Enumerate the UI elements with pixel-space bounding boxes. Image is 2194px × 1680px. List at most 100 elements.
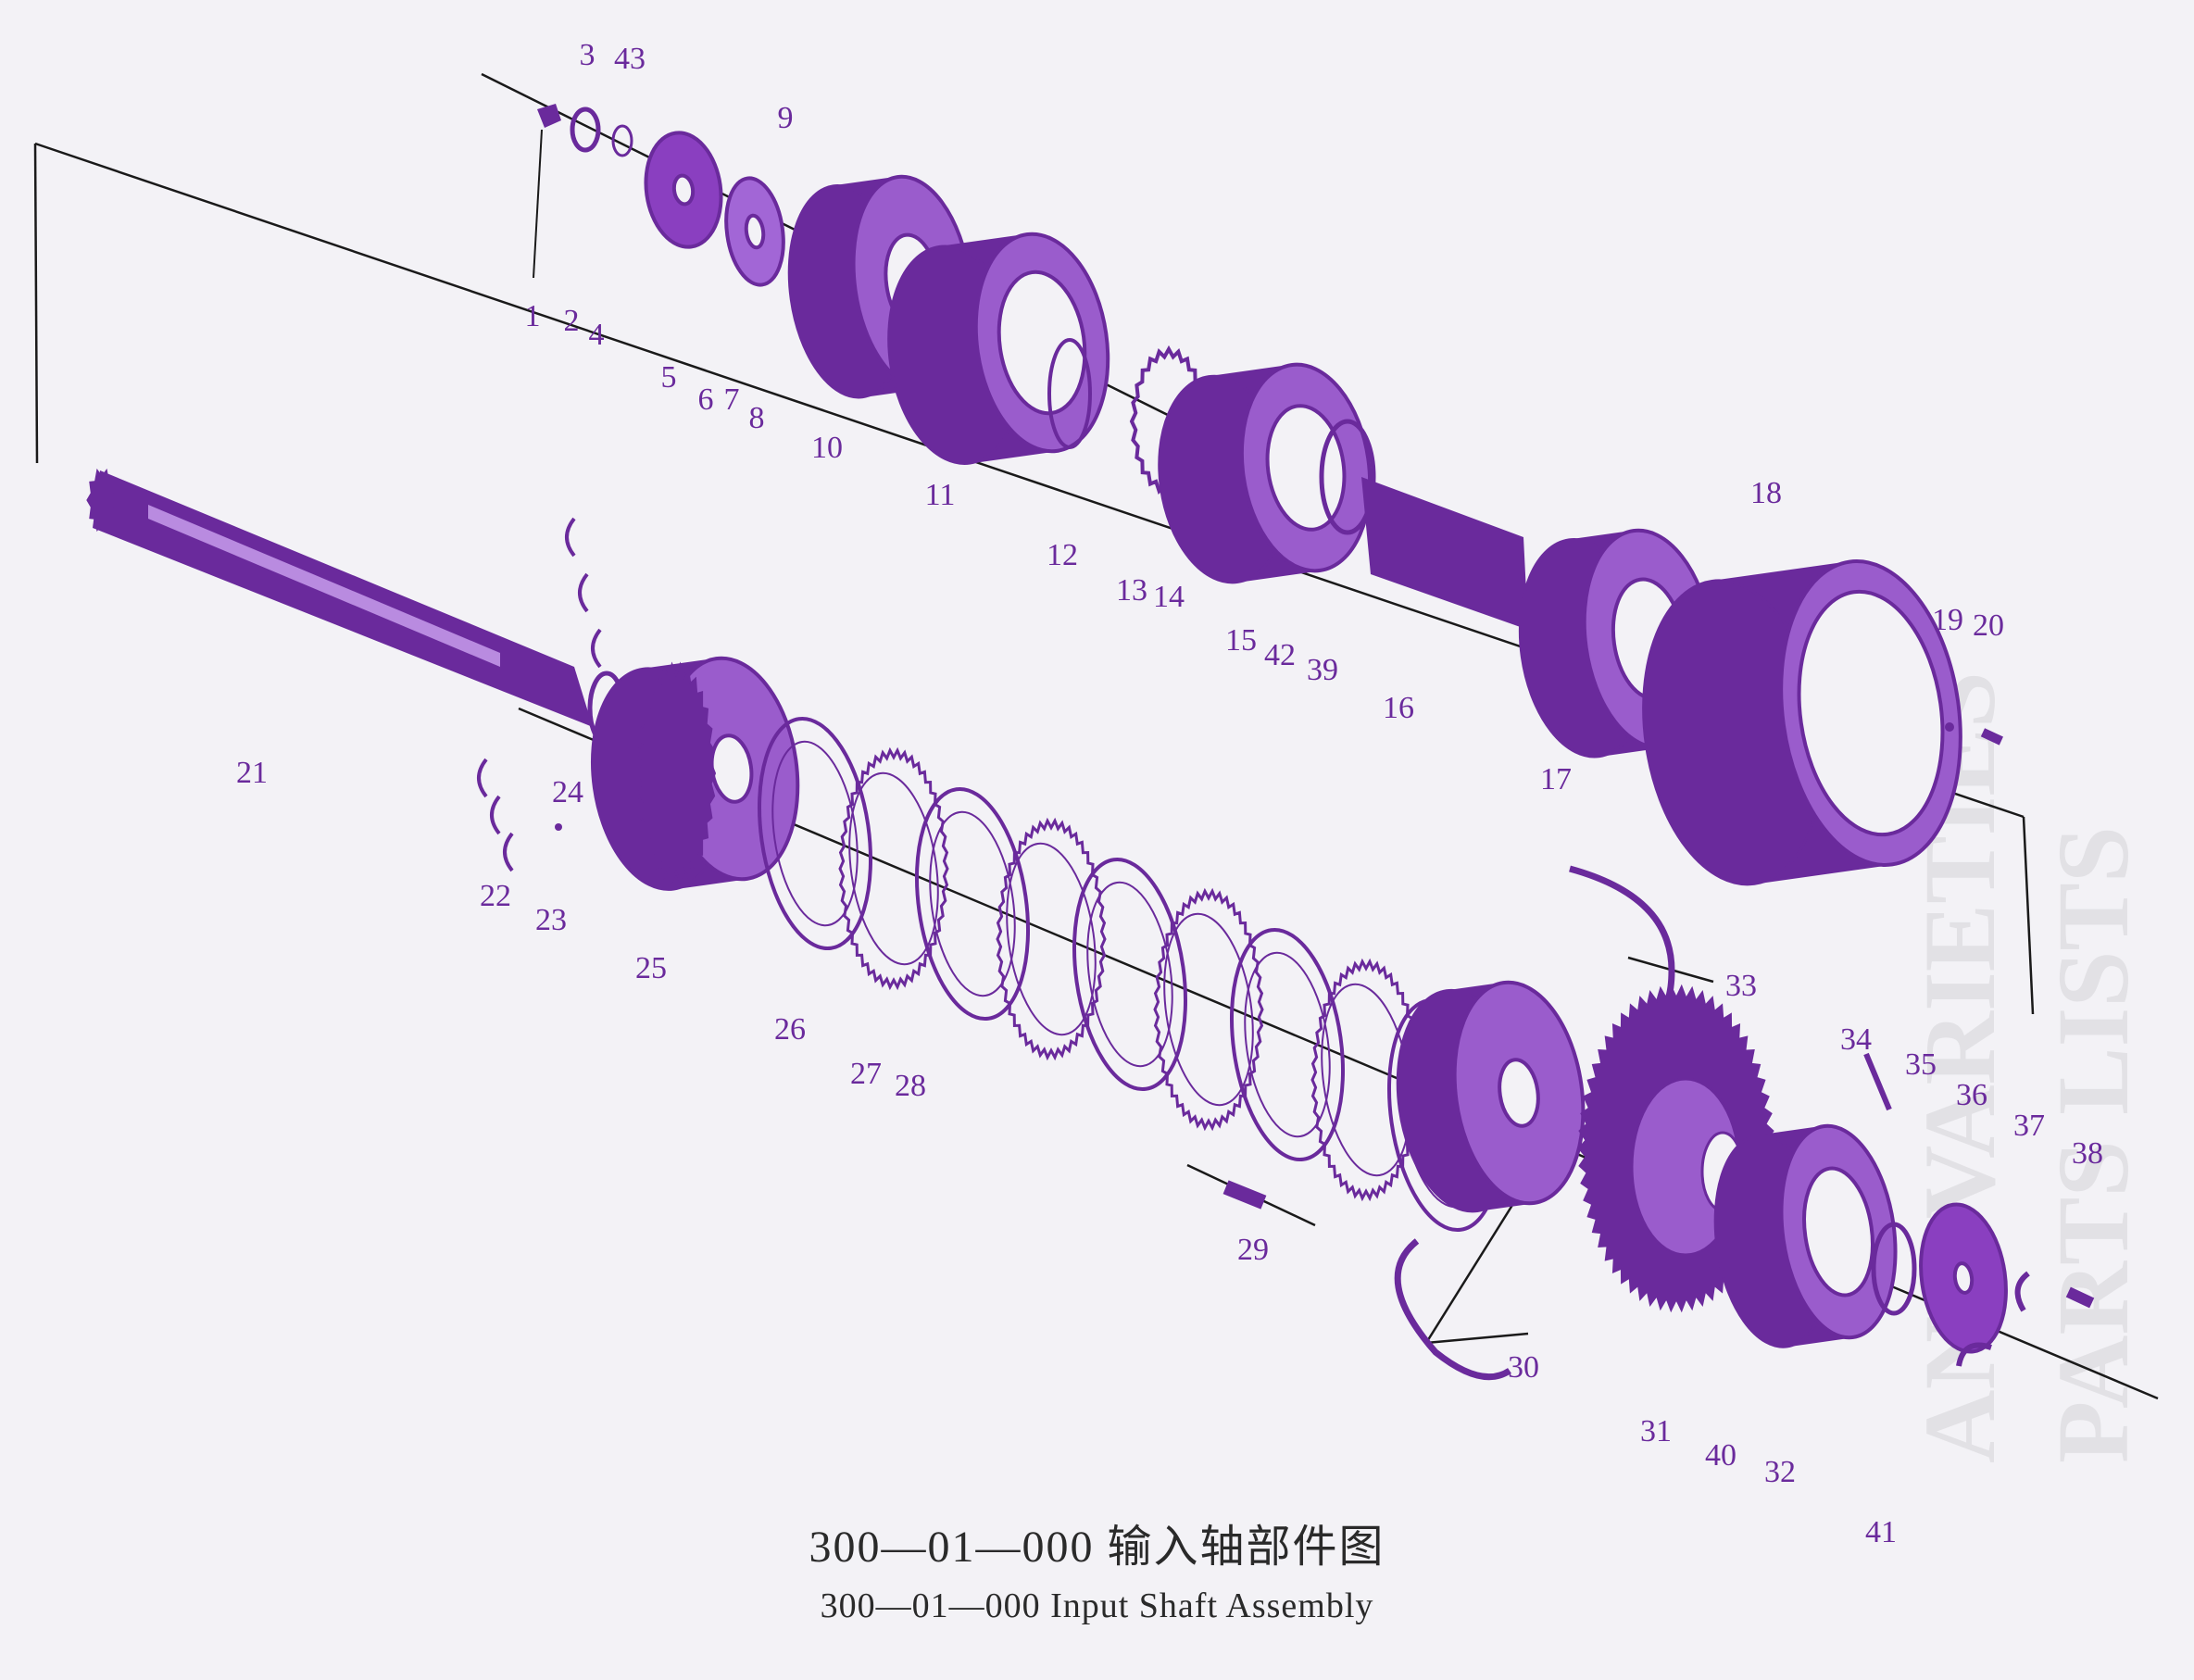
leader-30a: [1424, 1194, 1521, 1344]
clutch-disc-inner-3: [1006, 842, 1097, 1036]
callout-11: 11: [925, 478, 956, 512]
clutch-plate-4: [1072, 857, 1188, 1092]
callout-1: 1: [525, 299, 541, 333]
callout-33: 33: [1725, 969, 1757, 1003]
part-1-bolt-head: [537, 104, 561, 128]
part-5-plate-bore: [671, 173, 696, 207]
part-16-splined-hub: [1361, 477, 1528, 630]
part-32-bearing-bore: [1802, 1166, 1874, 1298]
part-32-bearing: [1713, 1123, 1898, 1348]
clutch-plate-inner-6: [1244, 951, 1331, 1138]
clutch-disc-7: [1310, 958, 1422, 1202]
part-22-clip-lower-2: [503, 832, 514, 872]
caption-chinese: 300—01—000 输入轴部件图: [809, 1523, 1385, 1572]
part-36-lockplate: [1919, 1202, 2008, 1354]
part-5-plate: [644, 131, 723, 249]
part-21-shaft-highlight: [148, 505, 500, 667]
callout-31: 31: [1640, 1414, 1672, 1448]
part-6-plate-bore: [744, 213, 766, 250]
callout-2: 2: [564, 304, 580, 338]
part-34-pin: [1863, 1052, 1892, 1111]
part-30-piston-bore: [1498, 1058, 1540, 1128]
callout-22: 22: [480, 879, 511, 913]
callout-39: 39: [1307, 653, 1338, 687]
callout-9: 9: [778, 101, 794, 135]
callout-8: 8: [749, 401, 765, 435]
callout-38: 38: [2072, 1136, 2103, 1171]
callout-21: 21: [236, 756, 268, 790]
part-22-clip-0: [565, 517, 576, 558]
callout-25: 25: [635, 951, 667, 985]
part-35-ring: [1871, 1222, 1917, 1316]
clutch-disc-3: [996, 817, 1107, 1061]
callout-30: 30: [1508, 1350, 1539, 1385]
part-18-drum-bore: [1797, 589, 1945, 837]
callout-37: 37: [2013, 1109, 2045, 1143]
part-22-clip-lower-1: [490, 795, 501, 835]
clutch-plate-inner-0: [771, 740, 859, 927]
callout-5: 5: [661, 360, 677, 395]
part-18-drum: [1642, 559, 1962, 886]
callout-3: 3: [580, 38, 596, 72]
callout-12: 12: [1047, 538, 1078, 572]
part-25-teeth: [635, 661, 717, 885]
part-37-tab: [2014, 1271, 2030, 1312]
callout-6: 6: [698, 382, 714, 417]
callout-10: 10: [811, 431, 843, 465]
clutch-plate-inner-4: [1086, 881, 1173, 1068]
bracket-right: [2022, 816, 2035, 1015]
callout-28: 28: [895, 1069, 926, 1103]
callout-27: 27: [850, 1057, 882, 1091]
callout-23: 23: [535, 903, 567, 937]
callout-13: 13: [1116, 573, 1147, 608]
callout-19: 19: [1932, 603, 1963, 637]
part-3-ring: [570, 107, 601, 153]
callout-36: 36: [1956, 1078, 1987, 1112]
part-21-spline-end: [86, 468, 118, 533]
callout-42: 42: [1264, 638, 1296, 672]
callout-17: 17: [1540, 762, 1572, 796]
part-23-ball: [555, 823, 562, 831]
caption-english: 300—01—000 Input Shaft Assembly: [820, 1586, 1374, 1625]
callout-41: 41: [1865, 1515, 1897, 1549]
clutch-disc-inner-5: [1163, 912, 1254, 1107]
callout-43: 43: [614, 42, 646, 76]
part-43-oring: [611, 124, 633, 157]
callout-15: 15: [1225, 623, 1257, 658]
callout-32: 32: [1764, 1455, 1796, 1489]
callout-34: 34: [1840, 1022, 1872, 1057]
part-30-piston: [1396, 980, 1586, 1213]
part-6-plate: [724, 176, 785, 287]
part-12-snap-ring: [1047, 338, 1092, 449]
callout-40: 40: [1705, 1438, 1736, 1473]
callout-24: 24: [552, 775, 583, 809]
callout-7: 7: [724, 382, 740, 417]
part-22-clip-lower-0: [477, 758, 488, 798]
part-30-seal: [1394, 1238, 1511, 1381]
part-19-pin: [1945, 722, 1954, 732]
part-11-bearing: [887, 232, 1110, 465]
clutch-disc-1: [838, 746, 949, 991]
part-36-lockplate-bore: [1952, 1261, 1975, 1295]
callout-20: 20: [1973, 608, 2004, 643]
clutch-disc-inner-1: [848, 771, 939, 966]
part-41-clip: [1956, 1342, 1992, 1367]
clutch-plate-0: [757, 716, 873, 951]
part-33-snap-ring: [1569, 865, 1675, 1021]
part-39-ring: [1319, 419, 1376, 535]
callout-4: 4: [589, 318, 605, 352]
part-15-bearing: [1158, 362, 1373, 584]
callout-35: 35: [1905, 1047, 1937, 1082]
callout-18: 18: [1750, 476, 1782, 510]
part-22-clip-2: [591, 628, 602, 669]
clutch-plate-inner-2: [929, 810, 1016, 997]
callout-14: 14: [1153, 580, 1185, 614]
leader-30b: [1425, 1332, 1529, 1345]
part-22-clip-1: [578, 572, 589, 613]
part-10-flange: [787, 174, 973, 399]
leader-1: [533, 129, 543, 279]
bracket-left: [33, 143, 39, 464]
part-38-bolt: [2065, 1286, 2095, 1309]
